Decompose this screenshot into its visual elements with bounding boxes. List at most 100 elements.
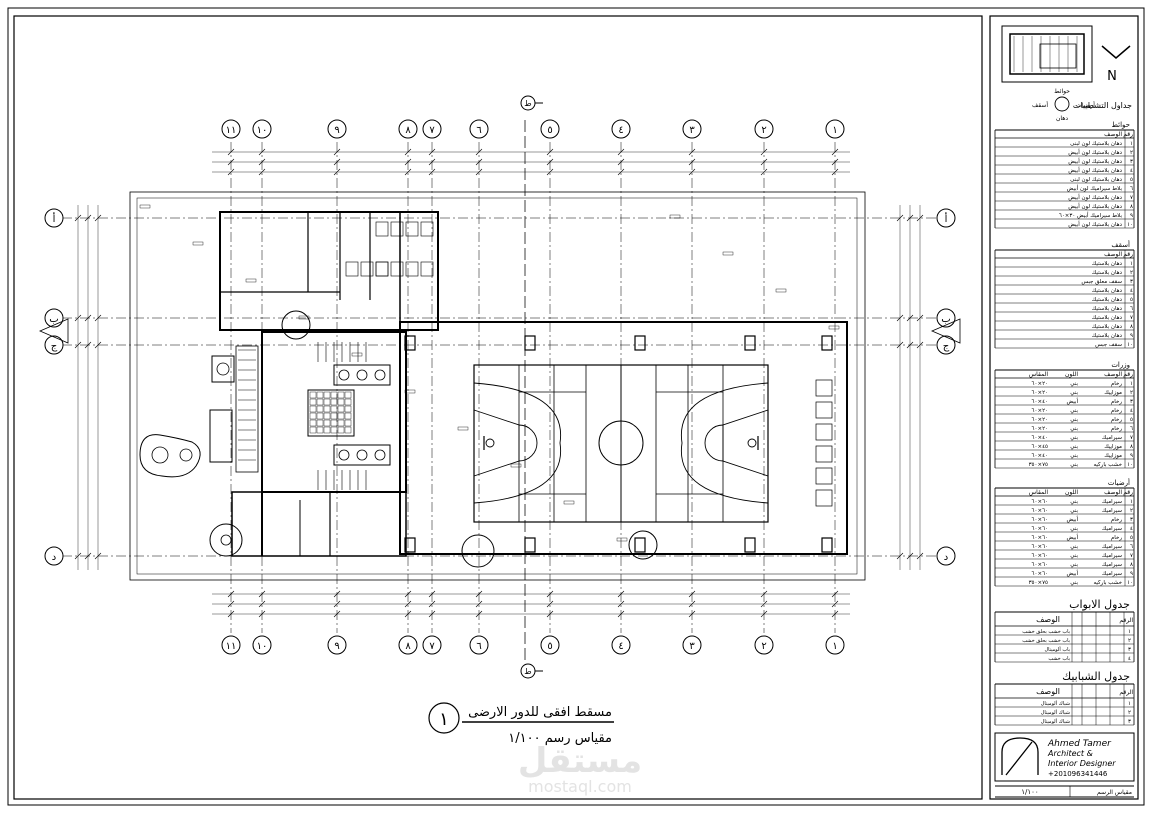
- legend-floors: أرضيات: [1076, 101, 1095, 109]
- dimension-tick: [760, 610, 768, 618]
- dimension-tick: [404, 148, 412, 156]
- doors_finish-cell: ٤٠×٦٠: [1032, 435, 1048, 441]
- floors-col: رقم: [1123, 489, 1133, 496]
- seat: [323, 398, 331, 406]
- chair: [356, 369, 368, 381]
- dimension-tick: [227, 590, 235, 598]
- floors-heading: أرضيات: [1108, 478, 1130, 487]
- table: [333, 444, 391, 466]
- dimension-tick: [831, 148, 839, 156]
- floors-cell: سيراميك: [1102, 544, 1122, 550]
- walls-cell: ٨: [1130, 204, 1133, 210]
- grid-label-h: ج: [51, 341, 58, 352]
- grid-bubble-h: [44, 308, 64, 328]
- dimension-tick: [94, 314, 102, 322]
- grid-bubble-v: [611, 119, 631, 139]
- walls-cell: دهان بلاستيك لون أبيض: [1068, 202, 1122, 210]
- building-plan: [129, 191, 866, 581]
- dimension-tick: [404, 590, 412, 598]
- ceilings-heading: أسقف: [1111, 240, 1130, 249]
- doors_finish-cell: رخام: [1111, 408, 1122, 414]
- dimension-tick: [546, 148, 554, 156]
- hall-walls: [399, 321, 848, 555]
- doors_finish-col: الوصف: [1104, 371, 1122, 378]
- site-boundary: [129, 191, 866, 581]
- dimension-tick: [94, 552, 102, 560]
- grid-label-v: ٣: [689, 125, 695, 136]
- seat: [316, 426, 324, 434]
- dimension-tick: [617, 168, 625, 176]
- dimension-tick: [906, 314, 914, 322]
- wc-cubicle: [375, 261, 389, 277]
- grid-label-h: د: [52, 552, 56, 563]
- dimension-tick: [74, 314, 82, 322]
- doors_schedule-cell: باب خشب: [1048, 656, 1070, 662]
- floors-cell: بني: [1070, 580, 1078, 586]
- doors_finish-cell: ٢: [1130, 390, 1133, 396]
- dimension-tick: [94, 341, 102, 349]
- dimension-tick: [475, 168, 483, 176]
- dimension-tick: [84, 214, 92, 222]
- seat: [323, 426, 331, 434]
- designer-name: Ahmed Tamer: [1047, 739, 1112, 749]
- grid-bubble-v: [398, 119, 418, 139]
- structural-column: [821, 537, 833, 553]
- seat: [309, 426, 317, 434]
- floors-cell: ٦٠×٦٠: [1032, 562, 1048, 568]
- annotation-mark: [775, 288, 787, 293]
- dimension-tick: [475, 148, 483, 156]
- center-circle: [598, 420, 644, 466]
- windows_schedule-cell: شباك ألوميتال: [1041, 700, 1070, 707]
- designer-role: Architect &: [1047, 749, 1093, 758]
- dimension-tick: [896, 214, 904, 222]
- dimension-tick: [258, 168, 266, 176]
- ceilings-cell: ٤: [1130, 288, 1133, 294]
- fountain-basin: [151, 446, 169, 464]
- dimension-tick: [617, 158, 625, 166]
- grid-label-v: ٧: [429, 125, 435, 136]
- doors_finish-cell: بني: [1070, 462, 1078, 468]
- ceilings-cell: دهان بلاستيك: [1092, 324, 1123, 330]
- annotation-mark: [828, 325, 840, 330]
- doors_finish-cell: موزاييك: [1104, 453, 1122, 459]
- floors-col: اللون: [1065, 489, 1078, 496]
- detail-callout: [461, 534, 495, 568]
- seat: [344, 426, 352, 434]
- dimension-tick: [74, 214, 82, 222]
- dimension-tick: [227, 168, 235, 176]
- structural-column: [634, 335, 646, 351]
- bleacher: [815, 423, 833, 441]
- structural-column: [634, 537, 646, 553]
- doors_finish-cell: ٤٥×٦٠: [1032, 444, 1048, 450]
- dimension-tick: [617, 610, 625, 618]
- seat: [344, 419, 352, 427]
- structural-column: [524, 335, 536, 351]
- seat: [337, 398, 345, 406]
- dimension-tick: [916, 214, 924, 222]
- walls-cell: ٦: [1130, 186, 1133, 192]
- doors_finish-cell: ٤٠×٦٠: [1032, 453, 1048, 459]
- dimension-tick: [333, 148, 341, 156]
- wc-cubicle: [360, 261, 374, 277]
- walls-cell: ١٠: [1127, 222, 1133, 228]
- doors_finish-heading: وزرات: [1111, 361, 1130, 369]
- wc-cubicle: [390, 261, 404, 277]
- walls-cell: دهان بلاستيك لون أبيض: [1068, 166, 1122, 174]
- doors_schedule-col: الوصف: [1036, 615, 1060, 624]
- drawing-title-block: ١ مسقط افقى للدور الارضى مقياس رسم ١/١٠٠: [428, 702, 614, 746]
- dimension-tick: [688, 168, 696, 176]
- seat: [323, 419, 331, 427]
- floors-cell: خشب باركيه: [1093, 579, 1122, 586]
- dimension-tick: [74, 552, 82, 560]
- drawing-number-circle: [428, 702, 460, 734]
- doors_finish-cell: ٢٠×٦٠: [1032, 417, 1048, 423]
- doors_schedule-cell: ٢: [1128, 638, 1131, 644]
- floors-cell: ٥: [1130, 535, 1133, 541]
- grid-bubble-v: [825, 119, 845, 139]
- dimension-tick: [831, 158, 839, 166]
- floors-col: الوصف: [1104, 489, 1122, 496]
- bleacher: [815, 445, 833, 463]
- doors_finish-cell: بني: [1070, 444, 1078, 450]
- grid-bubble-h: [936, 208, 956, 228]
